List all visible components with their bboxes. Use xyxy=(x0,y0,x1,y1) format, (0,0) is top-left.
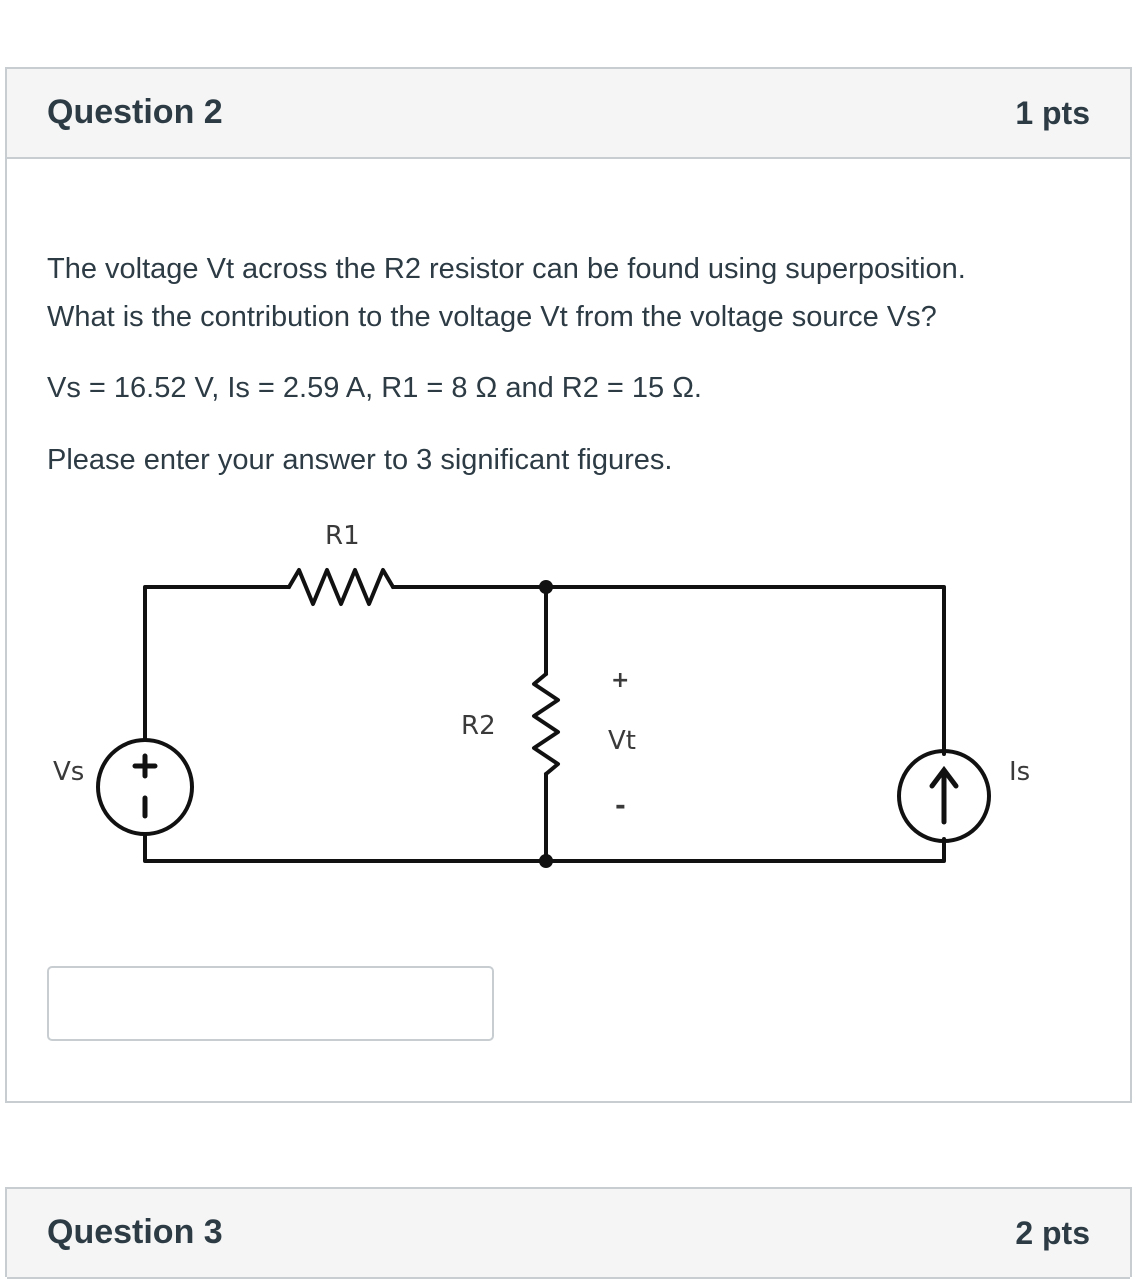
wire-top-right xyxy=(391,585,946,756)
r1-label: R1 xyxy=(325,521,360,551)
question-3-card: Question 3 2 pts xyxy=(5,1187,1132,1279)
r2-resistor xyxy=(532,672,560,776)
wire-top-left xyxy=(143,585,291,742)
vs-label: Vs xyxy=(53,757,84,787)
question-text: The voltage Vt across the R2 resistor ca… xyxy=(47,245,1087,341)
node-bottom xyxy=(539,854,553,868)
question-3-title: Question 3 xyxy=(47,1213,223,1251)
question-2-header: Question 2 1 pts xyxy=(7,69,1130,159)
vt-label: Vt xyxy=(608,726,636,756)
question-3-header: Question 3 2 pts xyxy=(7,1189,1130,1279)
r1-resistor xyxy=(287,568,395,606)
instruction-text: Please enter your answer to 3 significan… xyxy=(47,444,673,476)
question-text-line-2: What is the contribution to the voltage … xyxy=(47,301,937,333)
question-2-card: Question 2 1 pts The voltage Vt across t… xyxy=(5,67,1132,1103)
vt-plus-label: + xyxy=(611,668,629,693)
is-arrow-icon xyxy=(929,765,959,825)
question-2-points: 1 pts xyxy=(1015,95,1090,131)
question-2-title: Question 2 xyxy=(47,93,223,131)
question-text-line-1: The voltage Vt across the R2 resistor ca… xyxy=(47,253,966,285)
answer-input[interactable] xyxy=(47,966,494,1041)
node-top xyxy=(539,580,553,594)
given-values-text: Vs = 16.52 V, Is = 2.59 A, R1 = 8 Ω and … xyxy=(47,372,702,404)
vs-source xyxy=(96,738,194,836)
is-label: Is xyxy=(1009,757,1030,787)
circuit-diagram: R1 R2 Vs Is Vt + - xyxy=(53,521,1030,868)
vt-minus-label: - xyxy=(615,791,626,821)
is-source xyxy=(897,749,991,843)
vs-plus-sign xyxy=(132,753,158,779)
question-3-points: 2 pts xyxy=(1015,1215,1090,1251)
r2-label: R2 xyxy=(461,711,496,741)
